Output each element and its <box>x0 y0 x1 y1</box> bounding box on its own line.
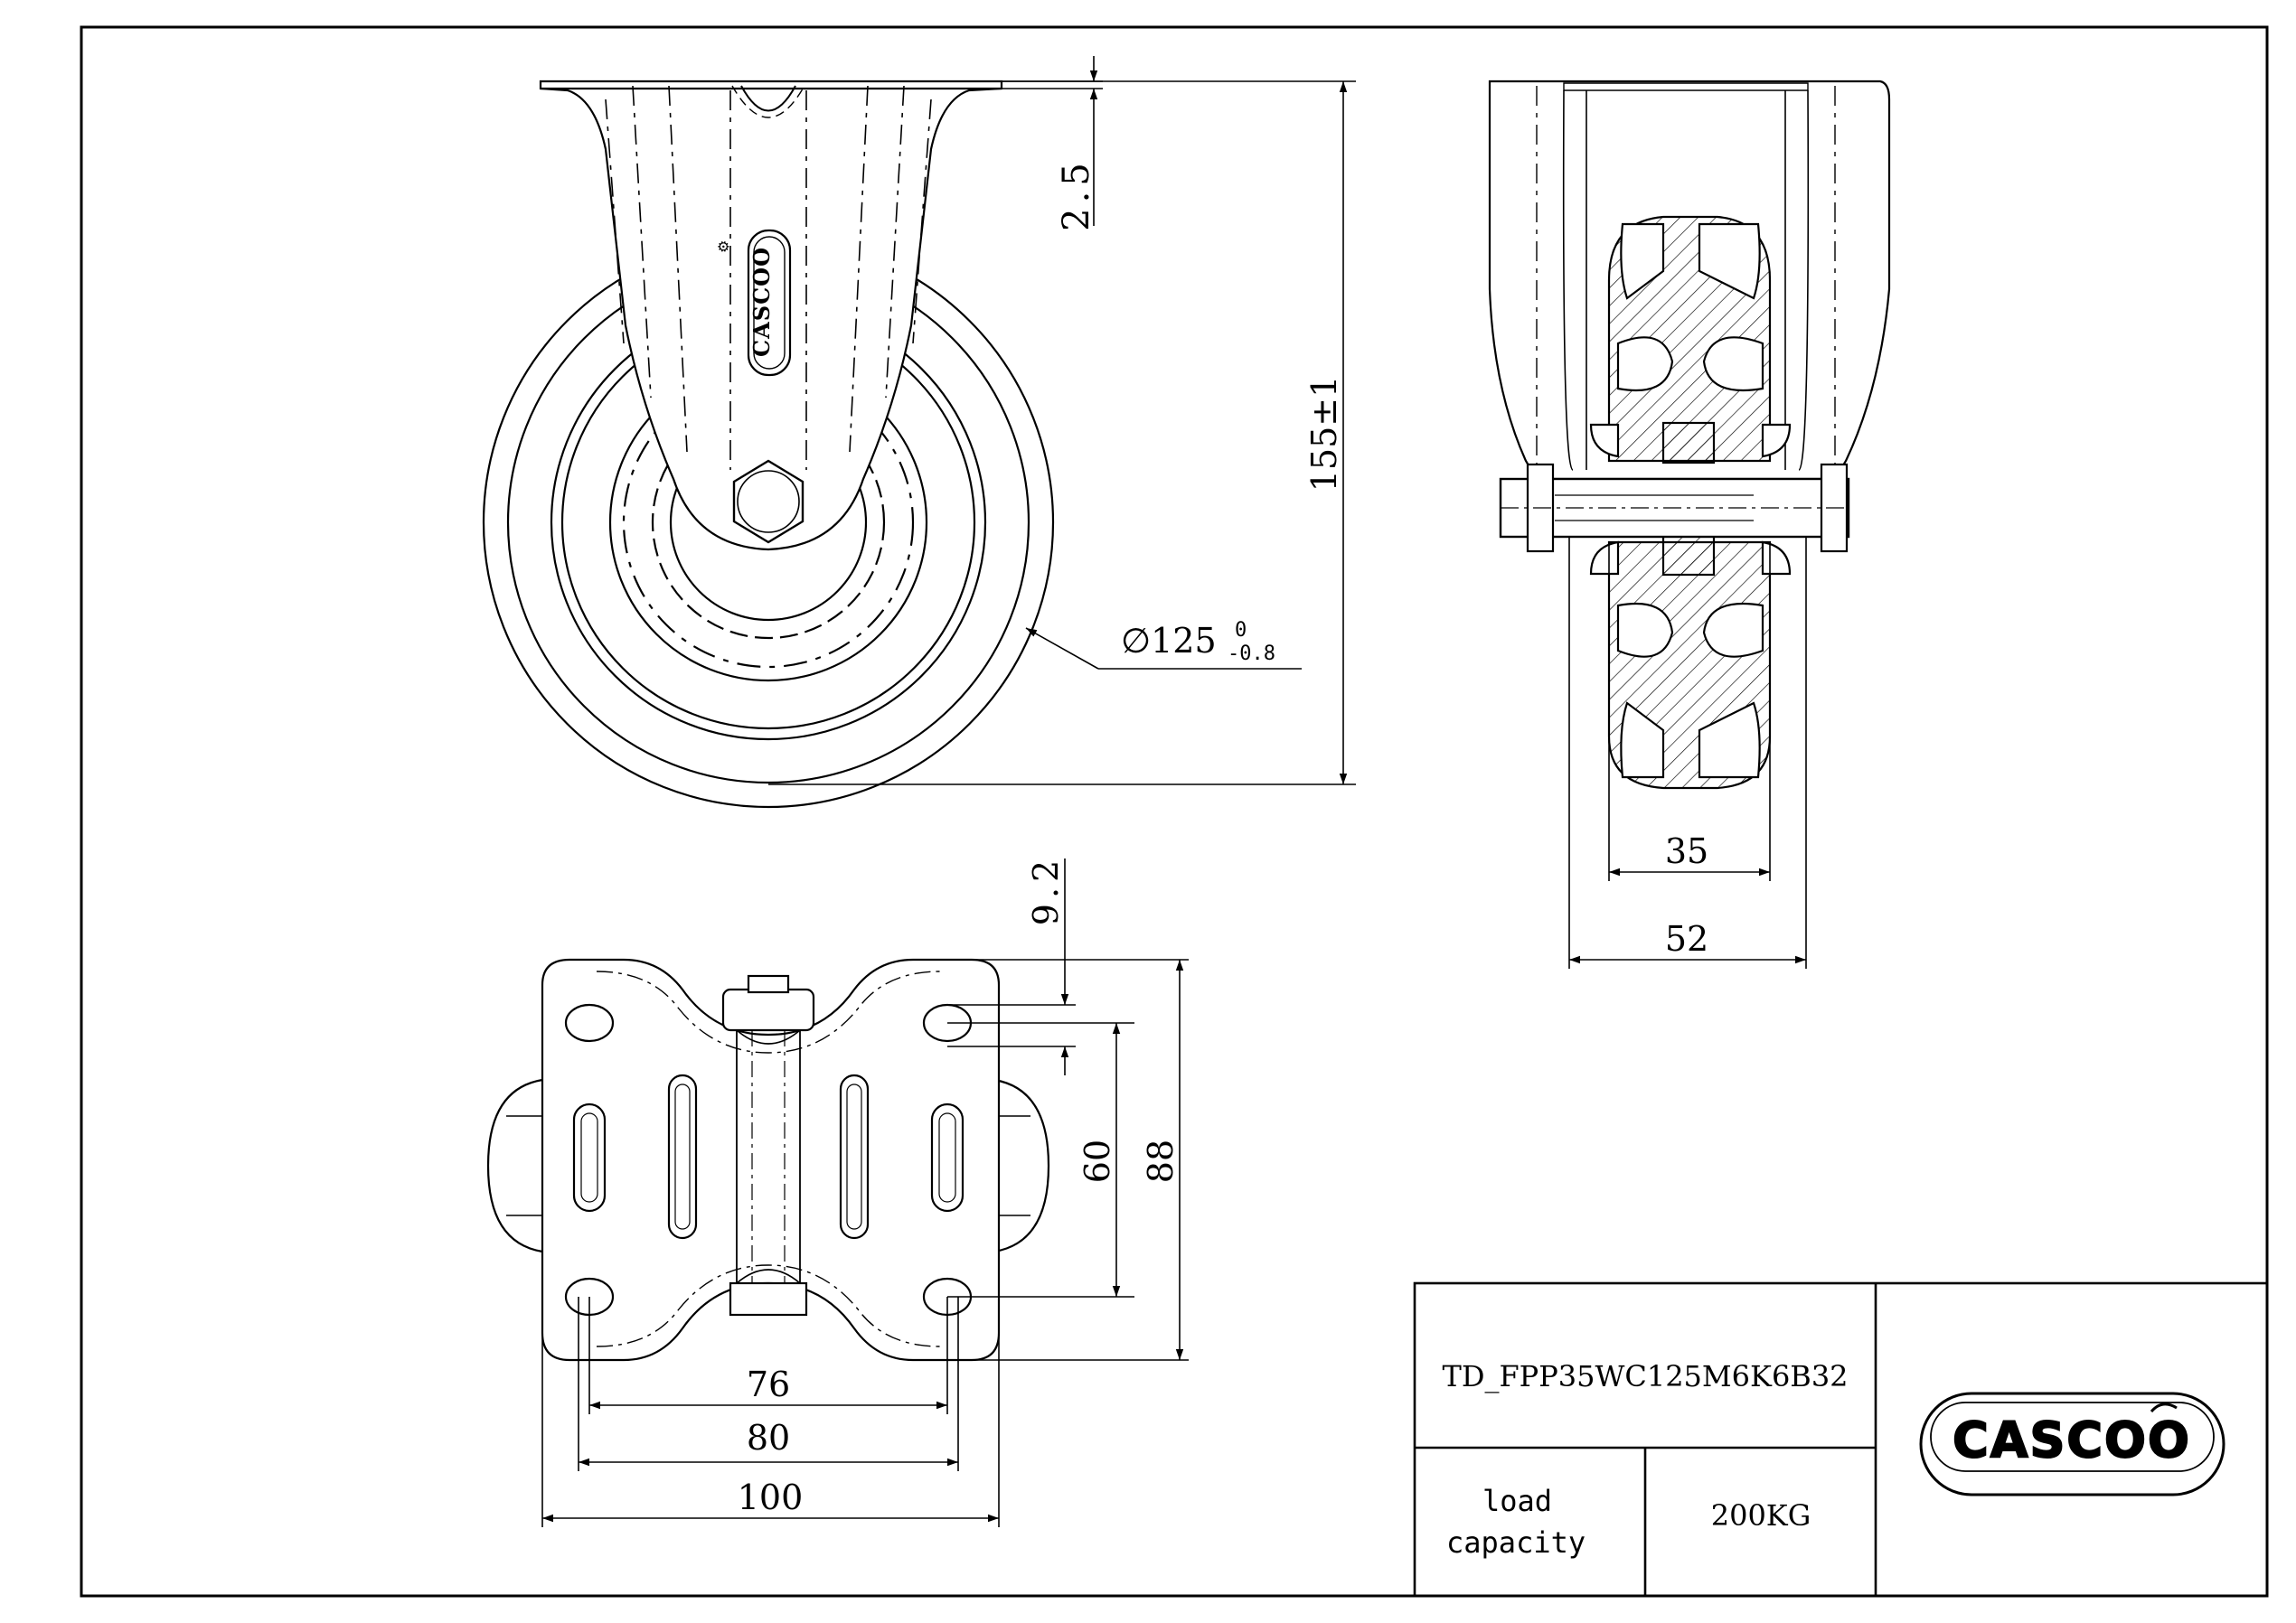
drawing-border <box>80 25 2269 1598</box>
dim-wheel-width: 35 <box>1665 831 1708 871</box>
bracket-logo-plate <box>747 229 792 377</box>
bearing-upper <box>1661 421 1716 464</box>
part-number: TD_FPP35WC125M6K6B32 <box>1442 1359 1848 1393</box>
side-bracket-outline <box>1488 80 1891 481</box>
load-value: 200KG <box>1711 1498 1811 1533</box>
logo-text: CASCOO <box>1953 1412 2191 1468</box>
bearing-lower <box>1661 533 1716 577</box>
dim-wheel-tol-upper: 0 <box>1235 619 1247 642</box>
dim-wheel-tol-lower: -0.8 <box>1228 643 1275 665</box>
svg-text:⚙: ⚙ <box>715 240 732 253</box>
front-view-dimensions <box>768 56 1356 785</box>
axle-nut <box>732 459 805 544</box>
axle-head-top <box>721 988 815 1032</box>
dim-hole-spacing-long-alt: 80 <box>747 1418 790 1458</box>
title-block <box>1413 1281 2269 1598</box>
load-label-line1: load <box>1482 1484 1552 1518</box>
dim-overall-width: 52 <box>1665 919 1708 959</box>
axle-head-bottom <box>729 1281 808 1317</box>
brand-logo: CASCOO <box>1919 1392 2225 1496</box>
dim-wheel-diameter: ∅125 <box>1121 621 1217 661</box>
side-view <box>1488 80 1891 969</box>
bracket-logo-text: CASCOO <box>748 247 775 357</box>
dim-slot-offset: 9.2 <box>1026 855 1066 925</box>
dim-hole-spacing-long: 76 <box>747 1365 790 1404</box>
front-view <box>482 80 1055 809</box>
dim-plate-short: 88 <box>1141 1140 1181 1183</box>
dim-overall-height: 155±1 <box>1304 376 1344 493</box>
load-label-line2: capacity <box>1446 1525 1586 1560</box>
dim-hole-spacing-short: 60 <box>1077 1140 1117 1183</box>
dim-plate-long: 100 <box>738 1478 804 1517</box>
top-view <box>486 858 1189 1527</box>
plate-slots <box>572 1074 965 1240</box>
dim-flange-thickness: 2.5 <box>1056 157 1097 231</box>
